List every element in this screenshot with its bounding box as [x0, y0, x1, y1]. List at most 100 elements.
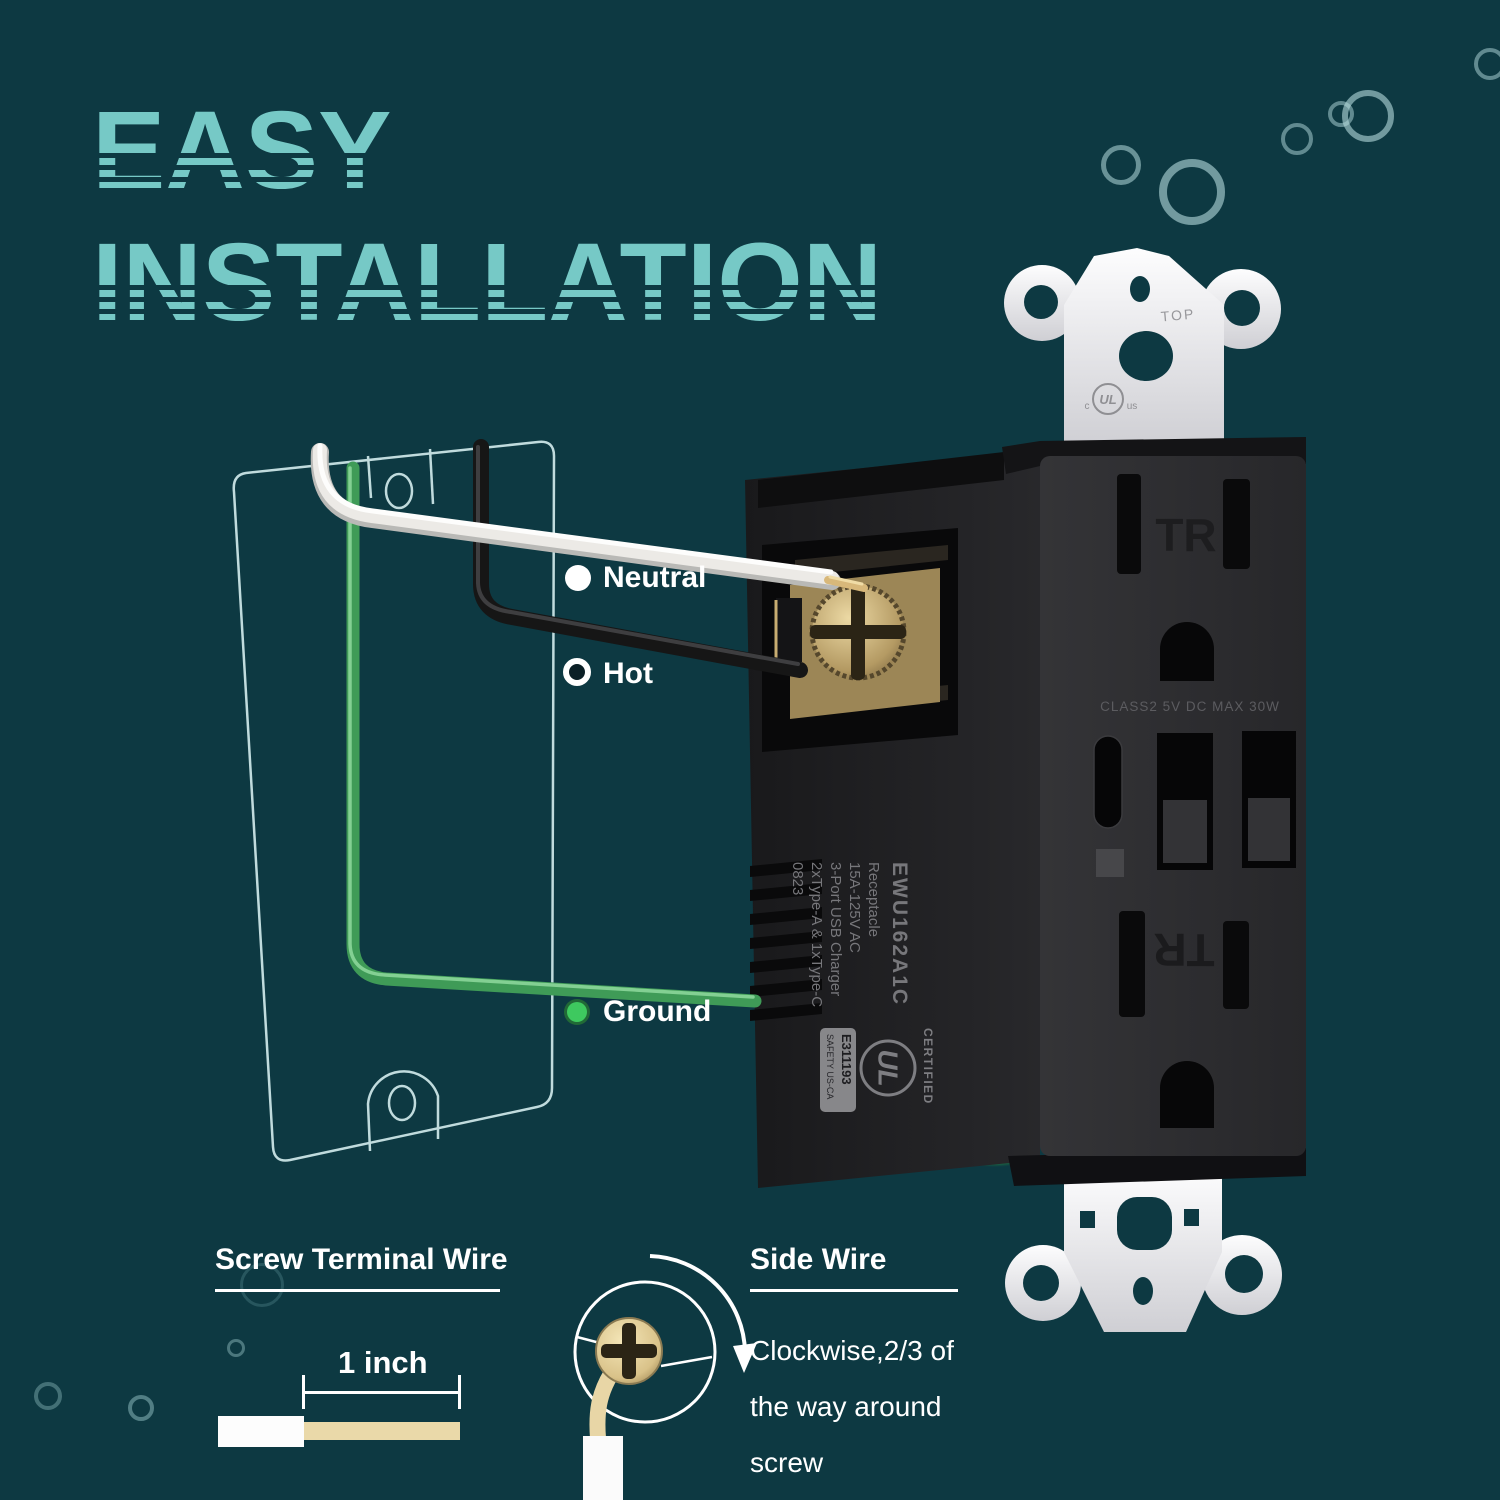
bottom-receptacle: TR: [1119, 911, 1249, 1128]
hot-wire-highlight: [476, 445, 800, 666]
bubble-icon: [1281, 123, 1313, 155]
screw-terminal-wire-title: Screw Terminal Wire: [215, 1243, 508, 1276]
side-label: EWU162A1C Receptacle 15A-125V AC 3-Port …: [789, 862, 911, 1007]
tr-marking: TR: [1153, 924, 1214, 976]
title-underline: [215, 1289, 500, 1292]
screw-slot-horizontal: [810, 625, 906, 639]
wire-bare-copper-graphic: [304, 1422, 460, 1440]
wall-plate-outline: [232, 440, 556, 1162]
bubble-icon: [240, 1263, 284, 1307]
strap-ear-hole: [1023, 1265, 1059, 1301]
hot-dot-icon: [563, 658, 591, 686]
hot-slot: [1223, 921, 1249, 1009]
neutral-dot-icon: [565, 565, 591, 591]
certified-text: CERTIFIED: [921, 1028, 935, 1105]
mounting-strap-top: TOP UL c us: [1004, 248, 1281, 446]
title-line-easy: EASY: [84, 96, 400, 206]
side-label-line: Receptacle: [865, 862, 882, 937]
title-installation-text: INSTALLATION: [92, 221, 883, 344]
wire-insulation-graphic: [583, 1436, 623, 1500]
title-underline: [750, 1289, 958, 1292]
clockwise-arrow: [649, 1254, 747, 1353]
side-wire-text-line: screw: [750, 1447, 824, 1478]
model-number: EWU162A1C: [888, 862, 911, 1006]
title-stripe: [84, 165, 400, 170]
safety-tag: [820, 1028, 856, 1112]
side-wire-text-line: the way around: [750, 1391, 942, 1422]
usb-a-tongue: [1163, 800, 1207, 863]
copper-wire-wrap: [589, 1369, 618, 1439]
screw-outline-circle: [573, 1280, 717, 1424]
class-rating-text: CLASS2 5V DC MAX 30W: [1100, 699, 1280, 714]
usb-a-tongue: [1248, 798, 1290, 861]
strap-top-marking: TOP: [1160, 306, 1196, 325]
bubble-icon: [1159, 159, 1225, 225]
ground-label: Ground: [603, 995, 712, 1028]
top-receptacle: TR: [1117, 474, 1250, 681]
usb-c-port: [1093, 735, 1123, 829]
strap-notch: [1184, 1209, 1199, 1226]
title-stripe: [84, 309, 891, 314]
title-easy-text: EASY: [92, 89, 392, 212]
bubble-icon: [227, 1339, 245, 1357]
strap-small-hole: [1130, 276, 1150, 302]
bare-wire-tip-highlight: [828, 575, 864, 586]
outlet-face-details: TR CLASS2 5V DC MAX 30W TR: [1093, 474, 1296, 1128]
ground-hole: [1160, 622, 1214, 681]
strap-mount-hole: [1119, 331, 1173, 381]
screw-graphic: [573, 1254, 757, 1500]
svg-text:us: us: [1127, 401, 1138, 412]
title-stripe: [84, 153, 400, 158]
safety-text: SAFETY US-CA: [825, 1034, 835, 1099]
tr-marking: TR: [1155, 509, 1216, 561]
side-wire-text-line: Clockwise,2/3 of: [750, 1335, 954, 1366]
ground-hole: [1160, 1061, 1214, 1128]
one-inch-label: 1 inch: [338, 1345, 428, 1380]
strap-ear-hole: [1024, 285, 1058, 319]
bubble-icon: [1328, 101, 1354, 127]
screw-spoke: [576, 1335, 601, 1345]
title-line-installation: INSTALLATION: [84, 228, 891, 338]
plate-screw-hole: [387, 1084, 417, 1122]
ul-file-number: E311193: [839, 1034, 854, 1085]
clockwise-arrowhead-icon: [733, 1343, 757, 1373]
neutral-wire-highlight: [317, 443, 834, 575]
neutral-slot: [1117, 474, 1141, 574]
plate-bottom-tab: [366, 1070, 440, 1152]
ground-dot-icon: [564, 999, 590, 1025]
indicator-window: [1096, 849, 1124, 877]
svg-text:UL: UL: [1099, 392, 1116, 407]
plate-tab-line: [428, 448, 435, 505]
side-label-date-code: 0823: [789, 862, 806, 895]
terminal-knurl-strip: [795, 545, 948, 576]
strap-ear-hole: [1225, 1255, 1263, 1293]
hot-label: Hot: [603, 657, 653, 690]
title-stripe: [84, 297, 891, 302]
measure-line: [302, 1391, 461, 1394]
bare-wire-tip: [824, 576, 868, 592]
side-label-line: 15A-125V AC: [846, 862, 863, 953]
hot-slot: [1223, 479, 1250, 569]
bubble-icon: [128, 1395, 154, 1421]
bubble-icon: [34, 1382, 62, 1410]
plate-screw-hole: [384, 472, 414, 510]
screw-spoke: [660, 1355, 713, 1368]
side-wire-title: Side Wire: [750, 1243, 887, 1276]
body-bottom-cap: [1008, 1148, 1306, 1186]
heat-sink-fins: [750, 859, 822, 1021]
ul-letters: UL: [873, 1049, 904, 1086]
ground-wire-highlight: [348, 466, 755, 999]
side-label-line: 2xType-A & 1xType-C: [808, 862, 825, 1007]
plate-tab-line: [366, 455, 373, 499]
phillips-slot: [601, 1344, 657, 1358]
usb-ports: [1093, 731, 1296, 877]
title-stripe: [84, 285, 891, 290]
neutral-label: Neutral: [603, 561, 707, 594]
wire-insulation-graphic: [218, 1416, 304, 1447]
strap-mount-hole: [1117, 1197, 1172, 1250]
